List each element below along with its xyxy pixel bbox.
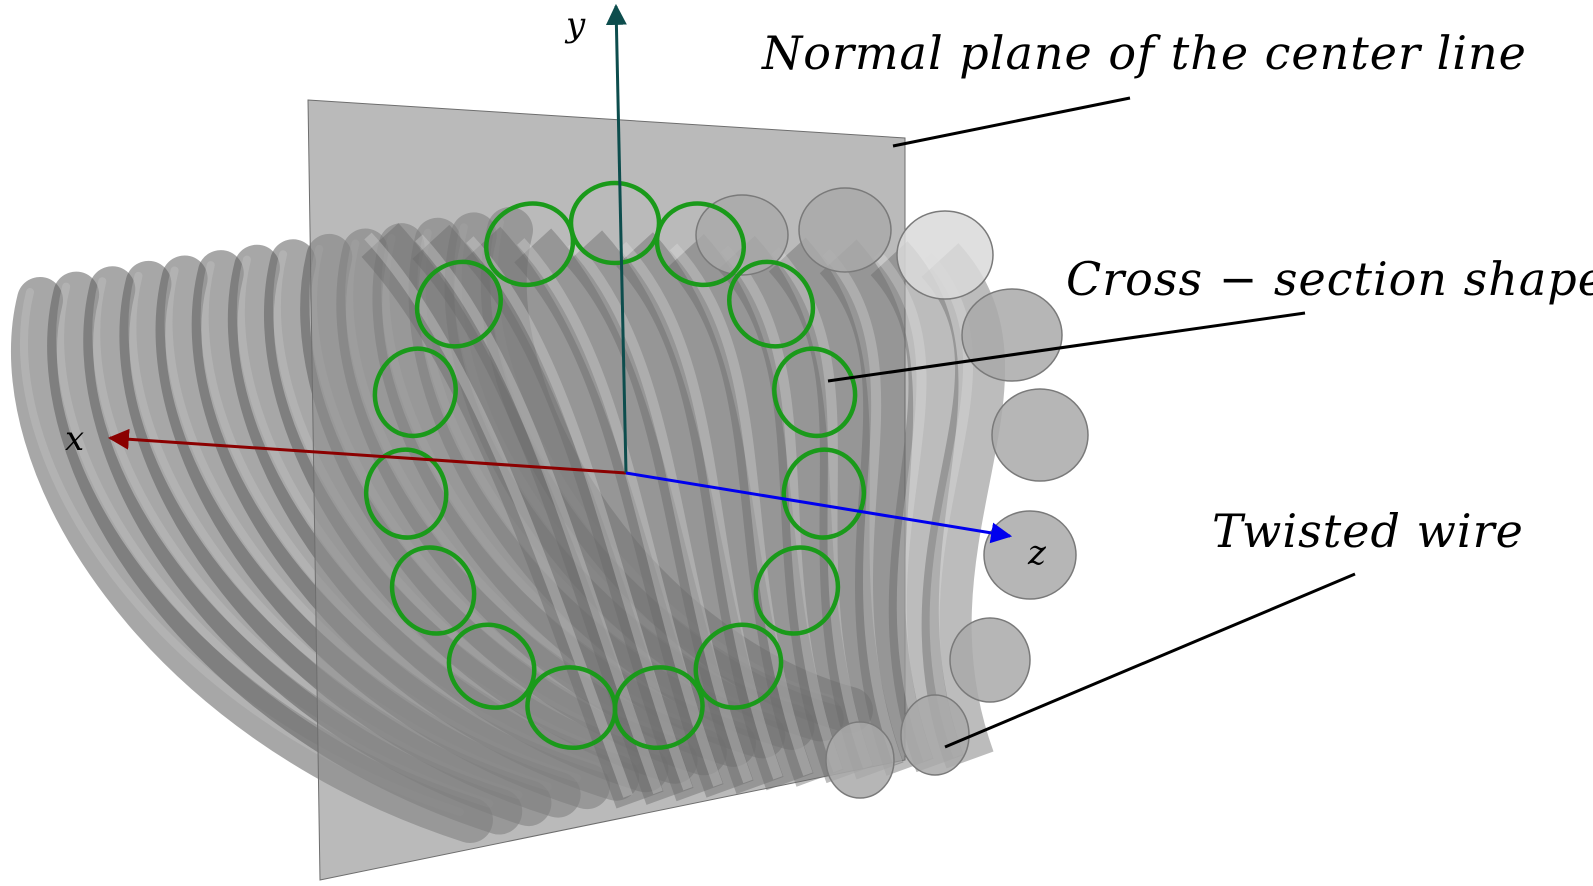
cross-section-ellipse — [753, 545, 841, 636]
wire-strand-front-highlight — [517, 238, 723, 787]
leader-normal-plane — [892, 96, 1131, 148]
z-axis-arrow — [625, 471, 1013, 544]
cross-section-label: Cross − section shape — [1066, 252, 1593, 306]
cross-section-ellipse — [727, 259, 816, 349]
wire-strand-front-highlight — [567, 239, 753, 784]
wire-strand-front-highlight — [618, 241, 783, 780]
y-axis-label: y — [566, 5, 586, 45]
wire-strand-front-highlight — [924, 252, 974, 758]
wire-end-cap — [900, 694, 970, 776]
wire-strand-front-highlight — [415, 234, 663, 795]
wire-strand-front — [819, 239, 934, 776]
wire-strand-front-highlight — [873, 250, 933, 762]
leader-twisted-wire — [944, 572, 1356, 749]
wire-strand-front-highlight — [771, 247, 873, 769]
cross-section-ellipses — [363, 180, 867, 751]
wire-end-cap — [991, 388, 1089, 482]
wire-strand-front-highlight — [720, 245, 843, 773]
wire-strand-front-highlight — [364, 232, 633, 798]
wire-strand-front — [717, 235, 874, 784]
cross-section-ellipse — [525, 665, 618, 751]
wire-strand-front — [666, 234, 844, 787]
cross-section-ellipse — [693, 622, 784, 710]
wire-strand-front — [412, 224, 694, 805]
leader-cross-section — [827, 311, 1306, 383]
cross-section-ellipse — [781, 447, 867, 540]
x-axis-arrow — [107, 428, 627, 475]
cross-section-ellipse — [389, 545, 477, 636]
wire-strand-front — [361, 223, 664, 809]
wire-strand-front-highlight — [822, 248, 903, 765]
cross-section-ellipse — [363, 447, 449, 540]
wire-end-cap — [825, 721, 895, 799]
wire-strand-front-highlight — [466, 236, 693, 791]
wire-end-cap — [961, 288, 1063, 382]
wire-end-cap — [896, 210, 994, 300]
wire-strand-front — [870, 241, 964, 773]
cross-section-ellipse — [372, 346, 458, 439]
cross-section-ellipse — [483, 201, 576, 288]
wire-end-cap — [949, 617, 1031, 703]
cross-section-ellipse — [654, 201, 747, 288]
wire-strand-front-highlight — [669, 243, 813, 776]
cross-section-ellipse — [772, 346, 858, 439]
wire-end-cap — [798, 187, 892, 273]
y-axis-arrow — [605, 3, 628, 474]
cross-section-ellipse — [568, 180, 662, 266]
twisted-wire-label: Twisted wire — [1212, 504, 1524, 558]
x-axis-label: x — [65, 419, 85, 459]
wire-strand-front — [768, 237, 904, 780]
wire-strand-front — [615, 232, 814, 791]
normal-plane-label: Normal plane of the center line — [762, 26, 1527, 80]
cross-section-ellipse — [414, 259, 503, 349]
z-axis-label: z — [1028, 533, 1046, 573]
wire-strand-front — [463, 226, 724, 802]
cross-section-ellipse — [446, 622, 537, 710]
